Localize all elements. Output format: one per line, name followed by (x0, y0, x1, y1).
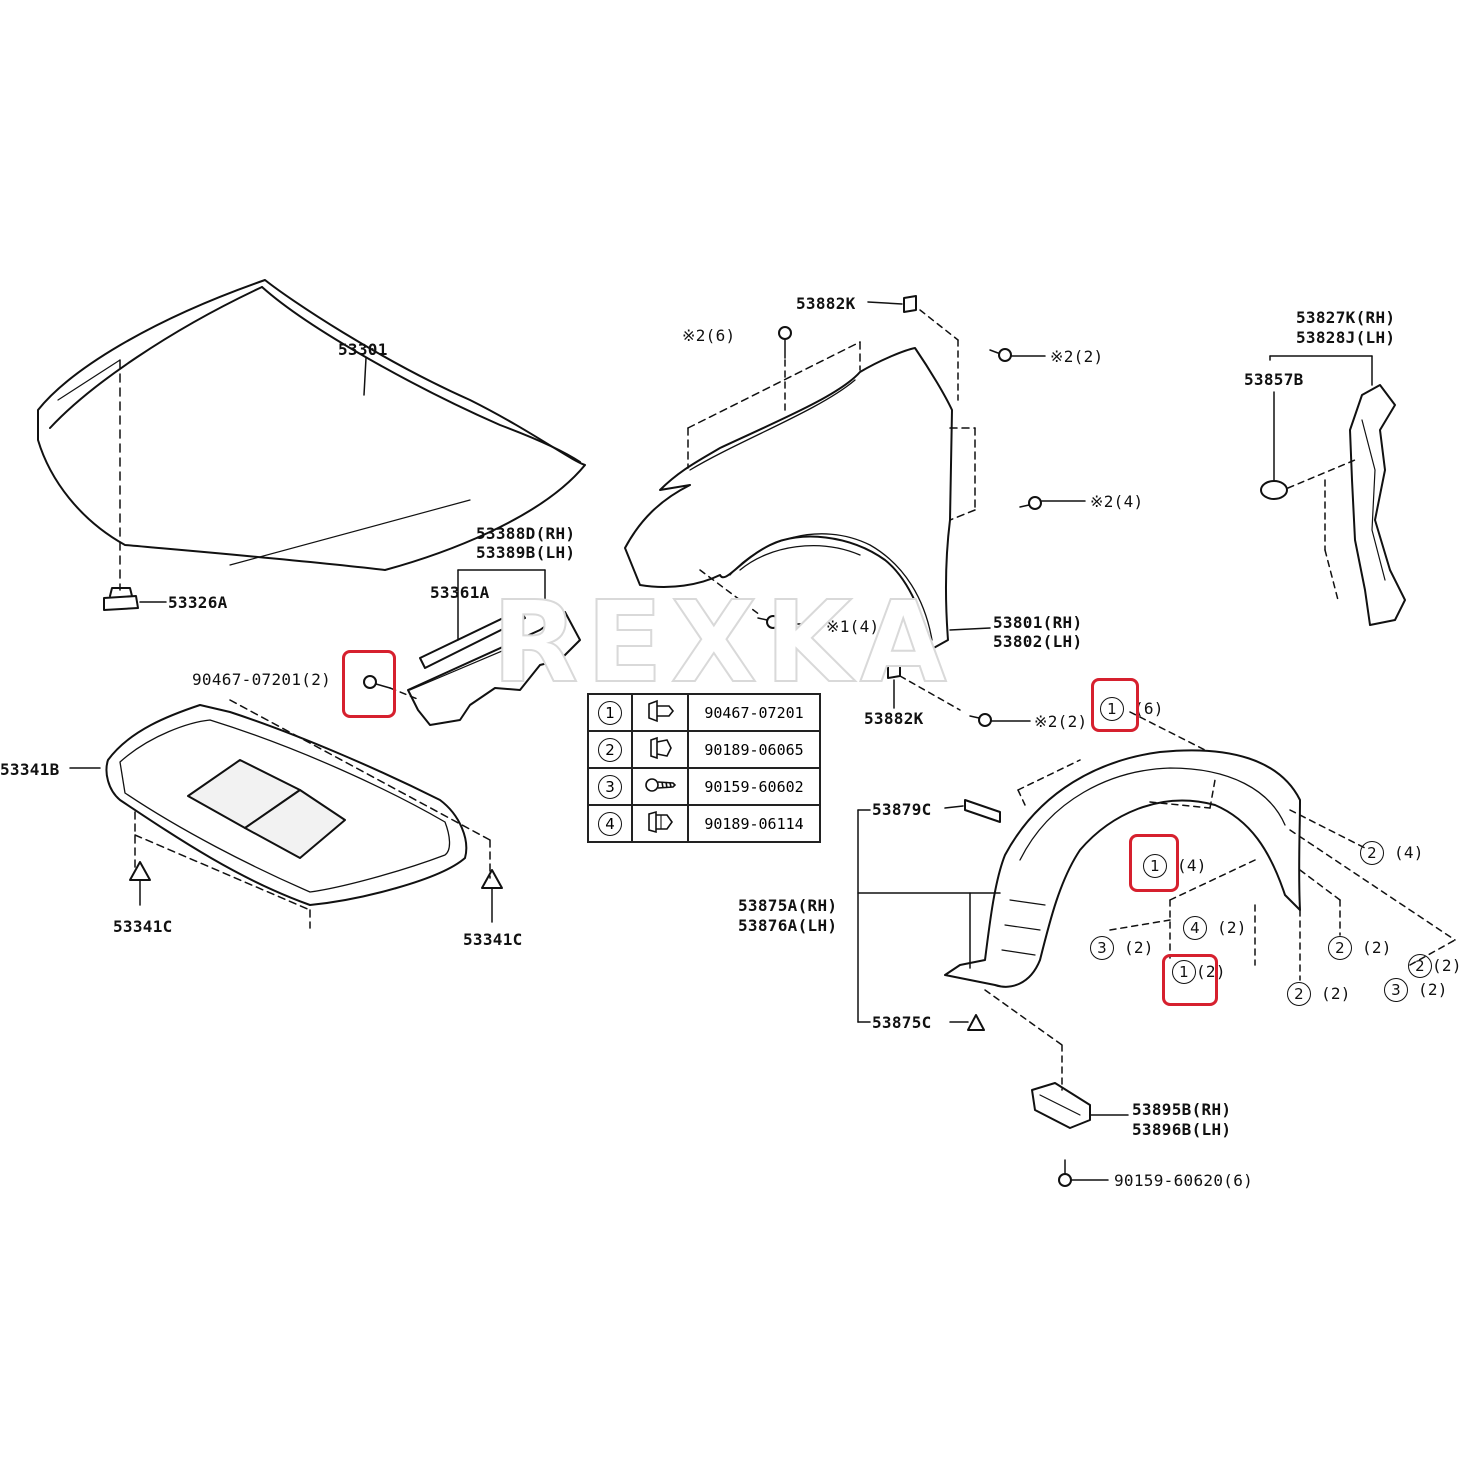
fender-bracket-bottom (887, 661, 901, 709)
fastener-legend-table: 1 90467-07201 2 90189-06065 3 90159-6060… (587, 693, 821, 843)
seal-clip-part (1260, 391, 1356, 601)
label-fender-seal-lh: 53828J(LH) (1296, 328, 1396, 347)
legend-number: 3 (598, 774, 622, 799)
callout-2-qty4: 2 (4) (1360, 841, 1424, 865)
legend-part-number: 90189-06114 (687, 804, 821, 843)
legend-part-number: 90159-60602 (687, 767, 821, 806)
insulator-clip-left (129, 861, 151, 906)
label-bolt-bottom-2: ※2(2) (1034, 712, 1088, 731)
callout-2-qty2-low: 2 (2) (1287, 982, 1351, 1006)
legend-row: 4 90189-06114 (587, 804, 821, 843)
hood-insulator-panel (69, 699, 491, 929)
hood-panel (37, 279, 586, 591)
liner-bracket-part (944, 799, 1001, 823)
legend-row: 1 90467-07201 (587, 693, 821, 732)
label-bolt-top: ※2(6) (682, 326, 736, 345)
legend-number: 2 (598, 737, 622, 762)
label-insulator-clip-right: 53341C (463, 930, 523, 949)
callout-3-qty2-right: 3 (2) (1384, 978, 1448, 1002)
fender-bolt-top (778, 326, 792, 411)
legend-part-number: 90189-06065 (687, 730, 821, 769)
hood-stop-part (103, 587, 167, 611)
label-insulator-clip-left: 53341C (113, 917, 173, 936)
label-bolt-right-4: ※2(4) (1090, 492, 1144, 511)
label-hood-stop: 53326A (168, 593, 228, 612)
label-seal-strip: 53361A (430, 583, 490, 602)
callout-3-qty2: 3 (2) (1090, 936, 1154, 960)
highlight-box-callout-mid (1129, 834, 1179, 892)
hood-seal-part (407, 569, 581, 726)
fender-bolt-bottom (899, 675, 1031, 727)
label-splash-lh: 53896B(LH) (1132, 1120, 1232, 1139)
highlight-box-callout-top (1091, 678, 1139, 732)
label-fender-lh: 53802(LH) (993, 632, 1083, 651)
label-liner-clip: 53875C (872, 1013, 932, 1032)
label-fender-seal-rh: 53827K(RH) (1296, 308, 1396, 327)
label-bolt-right-2: ※2(2) (1050, 347, 1104, 366)
fender-bracket-top (867, 295, 917, 313)
screw-icon (645, 777, 677, 792)
label-bolt-lower-4: ※1(4) (826, 617, 880, 636)
fender-seal-part (1269, 355, 1406, 626)
label-fender-rh: 53801(RH) (993, 613, 1083, 632)
push-clip-icon (648, 699, 675, 722)
label-hood: 53301 (338, 340, 388, 359)
label-splash-rh: 53895B(RH) (1132, 1100, 1232, 1119)
callout-1-qty4: 1 (4) (1143, 854, 1207, 878)
legend-row: 2 90189-06065 (587, 730, 821, 769)
fender-bolt-mid (1019, 496, 1086, 510)
legend-number: 4 (598, 811, 622, 836)
callout-1-qty6: 1 (6) (1100, 697, 1164, 721)
highlight-box-callout-low (1162, 954, 1218, 1006)
callout-2-qty2-mid: 2 (2) (1328, 936, 1392, 960)
label-fender-bracket-bottom: 53882K (864, 709, 924, 728)
legend-part-number: 90467-07201 (687, 693, 821, 732)
highlight-box-clip (342, 650, 396, 718)
label-seal-clip: 53857B (1244, 370, 1304, 389)
label-hood-seal-lh: 53389B(LH) (476, 543, 576, 562)
fender-liner-panel (944, 711, 1456, 1091)
label-liner-bracket: 53879C (872, 800, 932, 819)
fender-bolt-lower (699, 569, 823, 629)
callout-4-qty2: 4 (2) (1183, 916, 1247, 940)
splash-screw-part (1058, 1159, 1109, 1187)
callout-2-qty2-right: 2(2) (1408, 954, 1462, 978)
liner-leader-bracket (857, 809, 1001, 1023)
callout-1-qty2: 1(2) (1172, 960, 1226, 984)
grommet-icon (650, 736, 672, 759)
label-splash-screw: 90159-60620(6) (1114, 1171, 1254, 1190)
fender-bolt-right (919, 309, 1046, 401)
watermark-text: REXKA (491, 577, 955, 709)
label-fender-bracket-top: 53882K (796, 294, 856, 313)
label-clip-qty: 90467-07201(2) (192, 670, 332, 689)
fender-panel (624, 341, 976, 651)
label-liner-lh: 53876A(LH) (738, 916, 838, 935)
label-liner-rh: 53875A(RH) (738, 896, 838, 915)
splash-shield-part (1031, 1082, 1129, 1129)
legend-row: 3 90159-60602 (587, 767, 821, 806)
insulator-clip-right (481, 869, 503, 923)
label-hood-seal-rh: 53388D(RH) (476, 524, 576, 543)
grommet-icon (648, 810, 673, 833)
liner-clip-part (949, 1014, 985, 1031)
label-insulator: 53341B (0, 760, 60, 779)
legend-number: 1 (598, 700, 622, 725)
